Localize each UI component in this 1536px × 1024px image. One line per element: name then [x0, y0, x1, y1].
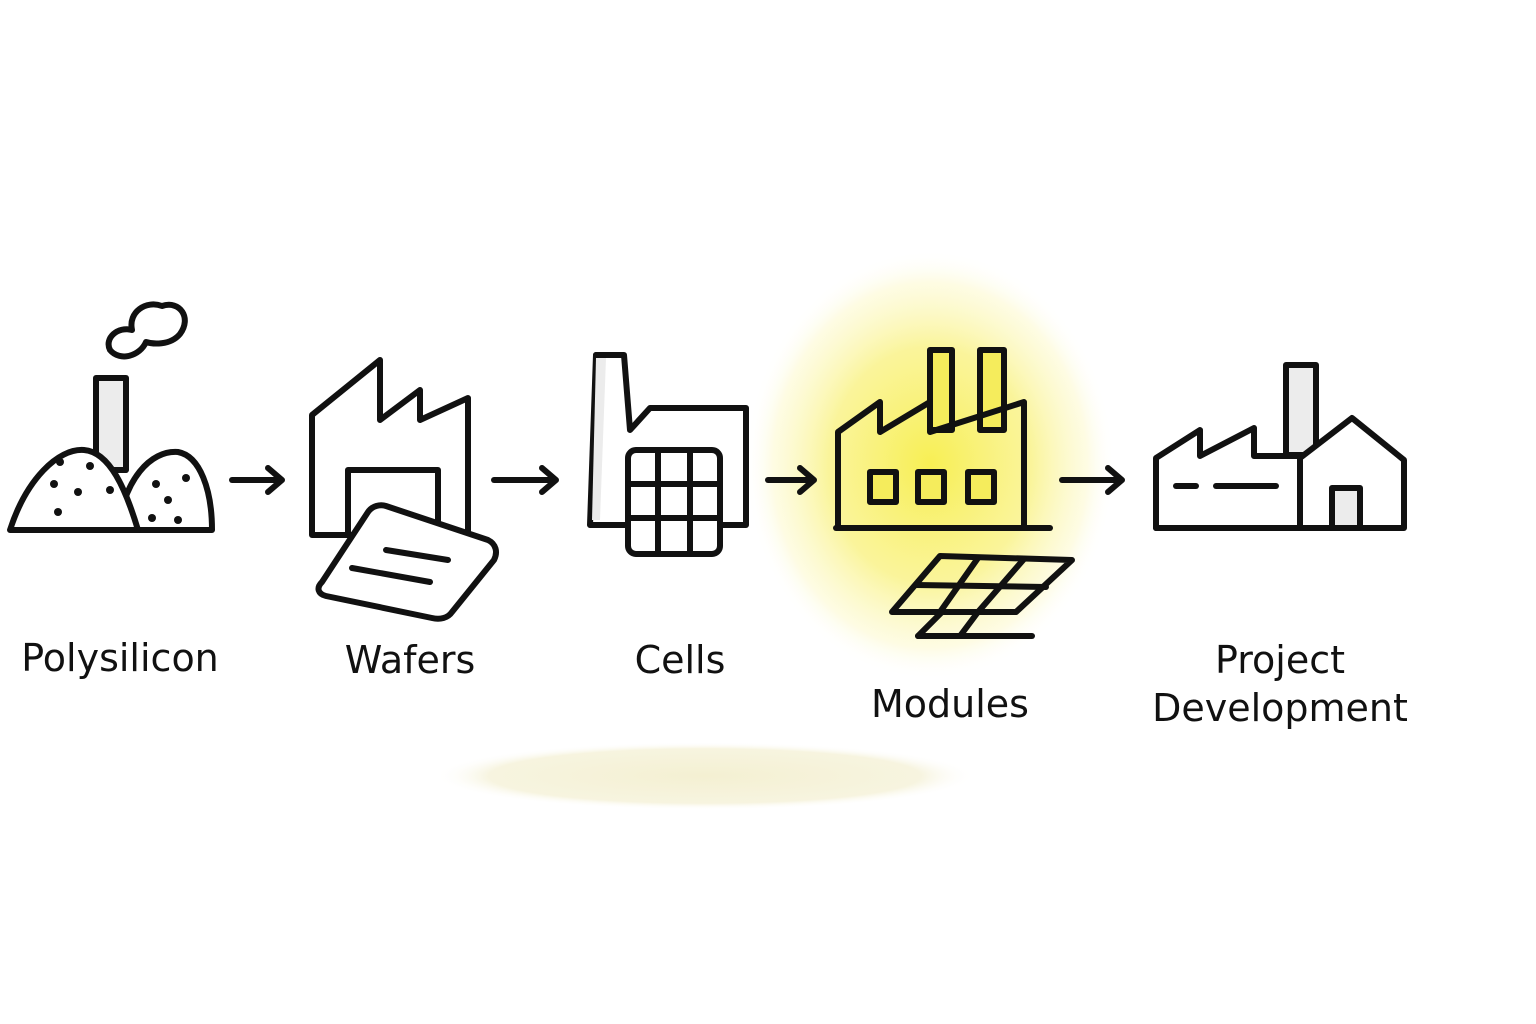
project-development-icon — [1153, 362, 1407, 531]
modules-highlight-glow — [745, 250, 1115, 680]
stage-label-project-development: Project Development — [1152, 638, 1408, 730]
stage-label-modules: Modules — [871, 682, 1029, 726]
flow-arrow-4 — [1059, 465, 1125, 495]
flow-arrow-3 — [765, 465, 817, 495]
stage-label-polysilicon: Polysilicon — [21, 636, 219, 680]
flow-arrow-2 — [491, 465, 559, 495]
stage-label-wafers: Wafers — [344, 638, 476, 682]
ground-shadow — [435, 742, 975, 810]
solar-panel-icon — [889, 553, 1075, 639]
modules-icon — [833, 347, 1075, 639]
polysilicon-icon — [7, 301, 215, 533]
cells-icon — [587, 352, 749, 557]
flow-arrow-1 — [229, 465, 285, 495]
wafers-icon — [309, 357, 499, 622]
stage-label-cells: Cells — [634, 638, 726, 682]
